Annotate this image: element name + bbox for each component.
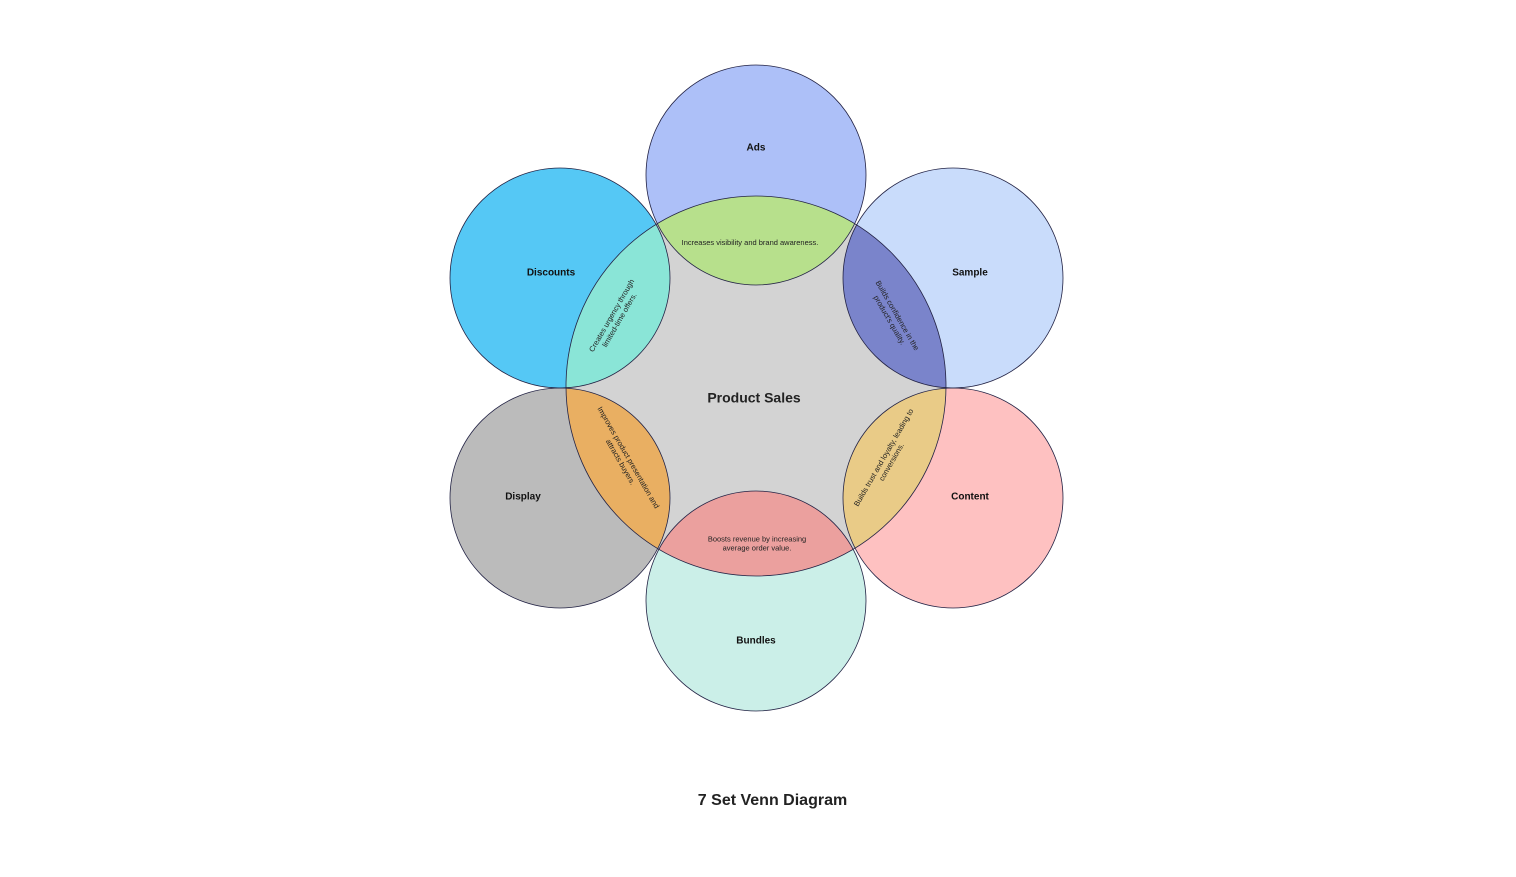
intersection-lens-bundles <box>658 491 854 576</box>
set-label-discounts: Discounts <box>527 268 576 279</box>
set-label-bundles: Bundles <box>736 636 776 647</box>
intersection-text-line: Increases visibility and brand awareness… <box>682 238 819 247</box>
set-circle-outline-content <box>842 387 1064 609</box>
intersection-text-line: average order value. <box>723 543 792 552</box>
set-label-sample: Sample <box>952 268 988 279</box>
intersection-text-ads: Increases visibility and brand awareness… <box>682 238 819 247</box>
diagram-title: 7 Set Venn Diagram <box>697 792 848 809</box>
set-label-display: Display <box>505 492 541 503</box>
center-circle-outline <box>565 195 947 577</box>
set-label-ads: Ads <box>747 143 766 154</box>
set-circle-outline-bundles <box>645 490 867 712</box>
intersection-lens-content <box>843 388 946 549</box>
set-label-content: Content <box>951 492 989 503</box>
intersection-lens-display <box>566 388 670 549</box>
center-label: Product Sales <box>707 390 801 406</box>
outlines-layer <box>449 64 1064 712</box>
intersection-text-line: Boosts revenue by increasing <box>708 534 806 543</box>
intersection-lens-ads <box>657 196 855 285</box>
set-circle-outline-ads <box>645 64 867 286</box>
intersection-lens-sample <box>843 224 946 388</box>
set-circle-outline-discounts <box>449 167 671 389</box>
intersection-lenses-layer <box>566 196 946 576</box>
intersection-lens-discounts <box>566 224 671 388</box>
